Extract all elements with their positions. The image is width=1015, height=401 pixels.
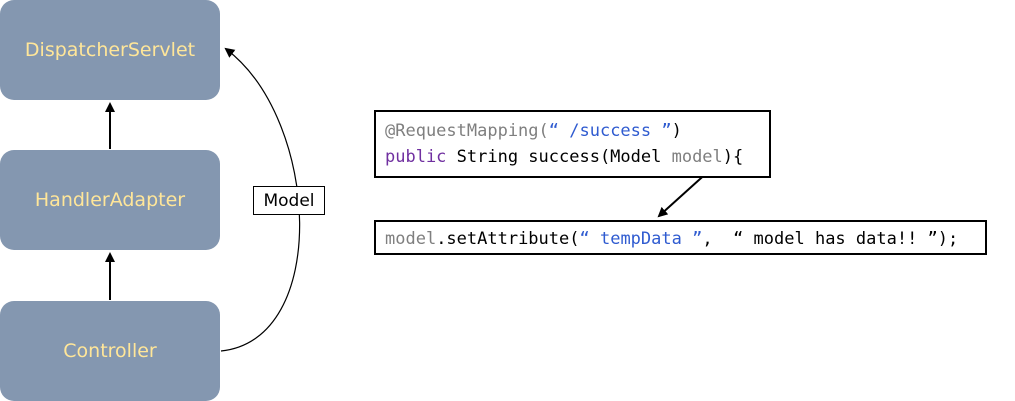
code-line-set-attribute: model.setAttribute(“ tempData ”, “ model… bbox=[385, 226, 985, 252]
model-label-text: Model bbox=[263, 190, 315, 211]
handler-adapter-label: HandlerAdapter bbox=[34, 189, 186, 211]
code-quote: ” bbox=[927, 229, 938, 249]
code-line-method-signature: public String success(Model model){ bbox=[385, 144, 769, 170]
code-quote: ” bbox=[661, 121, 672, 141]
code-value: model has data!! bbox=[743, 229, 928, 249]
code-quote: “ bbox=[733, 229, 744, 249]
code-param: model bbox=[671, 147, 723, 167]
dispatcher-servlet-label: DispatcherServlet bbox=[24, 39, 196, 61]
dispatcher-servlet-node: DispatcherServlet bbox=[0, 0, 220, 100]
code-quote: “ bbox=[548, 121, 560, 141]
set-attribute-code-box: model.setAttribute(“ tempData ”, “ model… bbox=[374, 220, 987, 255]
model-edge-label: Model bbox=[253, 186, 325, 215]
code-separator: , bbox=[702, 229, 734, 249]
handler-adapter-node: HandlerAdapter bbox=[0, 150, 220, 250]
code-annotation: @RequestMapping( bbox=[385, 121, 549, 141]
code-signature: String success(Model bbox=[446, 147, 672, 167]
code-line-request-mapping: @RequestMapping(“ /success ”) bbox=[385, 118, 769, 144]
code-key: tempData bbox=[589, 229, 693, 249]
code-end: ); bbox=[937, 229, 959, 249]
code-quote: “ bbox=[579, 229, 590, 249]
code-object: model bbox=[385, 229, 437, 249]
request-mapping-code-box: @RequestMapping(“ /success ”)public Stri… bbox=[374, 110, 771, 178]
code-quote: ” bbox=[692, 229, 703, 249]
code-paren: ) bbox=[671, 121, 682, 141]
code-keyword: public bbox=[385, 147, 447, 167]
code-method: .setAttribute( bbox=[436, 229, 580, 249]
model-return-curve bbox=[220, 47, 301, 352]
controller-node: Controller bbox=[0, 301, 220, 401]
code-path: /success bbox=[559, 121, 662, 141]
controller-label: Controller bbox=[63, 340, 157, 362]
code-brace: ){ bbox=[722, 147, 744, 167]
